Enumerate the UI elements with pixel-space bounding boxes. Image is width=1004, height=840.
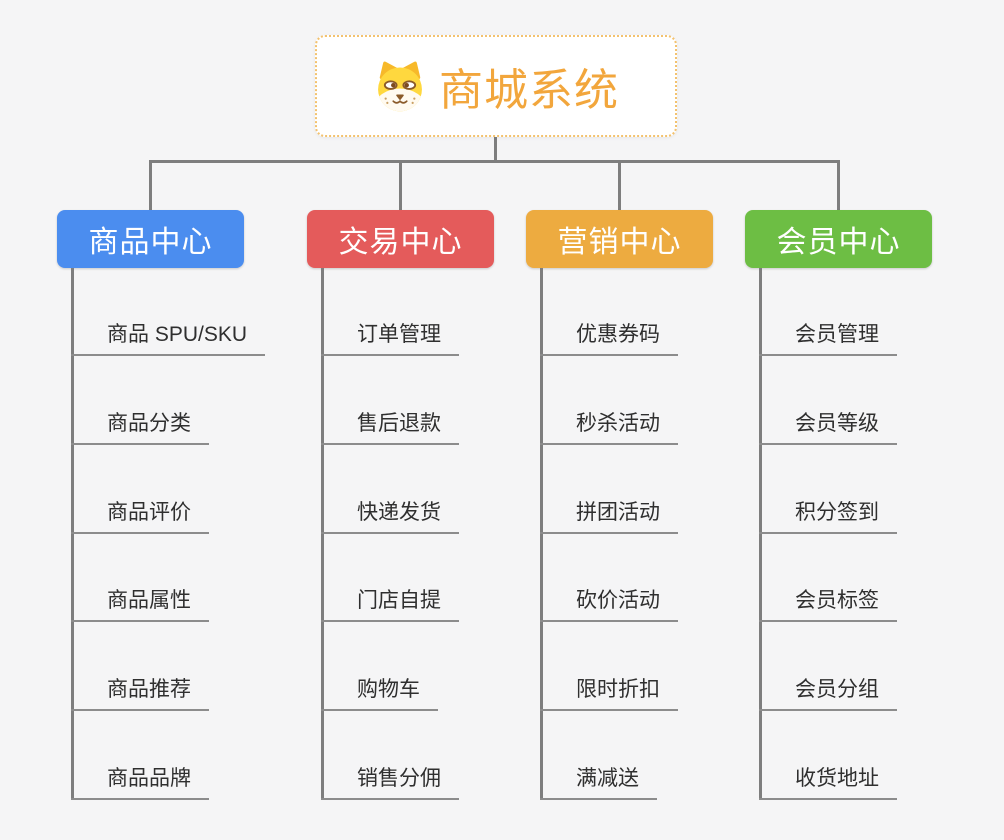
branch-trunk-connector xyxy=(759,268,762,800)
branch-node-marketing-center[interactable]: 营销中心 xyxy=(526,210,713,268)
leaf-node[interactable]: 商品分类 xyxy=(71,413,209,445)
branch-trunk-connector xyxy=(71,268,74,800)
leaf-node[interactable]: 商品评价 xyxy=(71,502,209,534)
leaf-node[interactable]: 拼团活动 xyxy=(540,502,678,534)
leaf-node[interactable]: 销售分佣 xyxy=(321,768,459,800)
leaf-node[interactable]: 收货地址 xyxy=(759,768,897,800)
horizontal-connector xyxy=(149,160,840,163)
branch-node-product-center[interactable]: 商品中心 xyxy=(57,210,244,268)
root-stem-connector xyxy=(494,137,497,163)
leaf-node[interactable]: 积分签到 xyxy=(759,502,897,534)
leaf-node[interactable]: 快递发货 xyxy=(321,502,459,534)
branch-trunk-connector xyxy=(321,268,324,800)
branch-drop-connector xyxy=(399,160,402,210)
branch-node-member-center[interactable]: 会员中心 xyxy=(745,210,932,268)
leaf-node[interactable]: 购物车 xyxy=(321,679,438,711)
branch-drop-connector xyxy=(837,160,840,210)
leaf-node[interactable]: 会员管理 xyxy=(759,324,897,356)
leaf-node[interactable]: 砍价活动 xyxy=(540,590,678,622)
branch-trunk-connector xyxy=(540,268,543,800)
branch-node-trade-center[interactable]: 交易中心 xyxy=(307,210,494,268)
leaf-node[interactable]: 商品属性 xyxy=(71,590,209,622)
leaf-node[interactable]: 会员分组 xyxy=(759,679,897,711)
leaf-node[interactable]: 秒杀活动 xyxy=(540,413,678,445)
leaf-node[interactable]: 满减送 xyxy=(540,768,657,800)
branch-drop-connector xyxy=(618,160,621,210)
branch-drop-connector xyxy=(149,160,152,210)
leaf-node[interactable]: 售后退款 xyxy=(321,413,459,445)
leaf-node[interactable]: 订单管理 xyxy=(321,324,459,356)
root-node[interactable]: 商城系统 xyxy=(315,35,677,137)
leaf-node[interactable]: 会员等级 xyxy=(759,413,897,445)
leaf-node[interactable]: 限时折扣 xyxy=(540,679,678,711)
leaf-node[interactable]: 商品推荐 xyxy=(71,679,209,711)
root-title: 商城系统 xyxy=(439,66,619,115)
leaf-node[interactable]: 会员标签 xyxy=(759,590,897,622)
leaf-node[interactable]: 门店自提 xyxy=(321,590,459,622)
leaf-node[interactable]: 优惠券码 xyxy=(540,324,678,356)
leaf-node[interactable]: 商品品牌 xyxy=(71,768,209,800)
leaf-node[interactable]: 商品 SPU/SKU xyxy=(71,324,266,356)
dog-face-icon xyxy=(373,59,427,113)
